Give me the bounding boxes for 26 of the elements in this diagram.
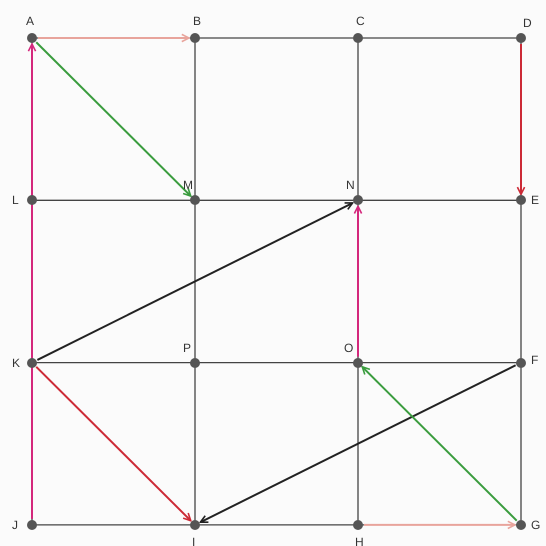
point-label: F: [531, 352, 538, 367]
point-label: C: [356, 14, 365, 28]
arrow: [36, 42, 192, 197]
point-label: E: [531, 193, 540, 208]
point-label: K: [12, 356, 20, 370]
arrow: [200, 364, 516, 524]
arrow: [361, 366, 518, 522]
point-label: G: [531, 518, 540, 532]
point-label: N: [346, 178, 355, 192]
point-label: A: [26, 14, 34, 28]
point-label: P: [183, 340, 192, 355]
point-label: O: [344, 340, 354, 355]
arrow: [36, 366, 192, 522]
point-label: B: [193, 14, 202, 28]
point-label: J: [12, 518, 18, 532]
point-label: M: [183, 178, 193, 192]
arrow: [364, 520, 516, 530]
point-label: L: [12, 193, 19, 208]
point-label: D: [523, 16, 532, 30]
arrow: [28, 43, 36, 519]
arrow: [516, 44, 526, 196]
arrow: [36, 202, 354, 361]
arrow: [38, 34, 190, 42]
arrow: [354, 206, 362, 357]
point-label: I: [192, 534, 196, 546]
point-label: H: [355, 534, 364, 546]
